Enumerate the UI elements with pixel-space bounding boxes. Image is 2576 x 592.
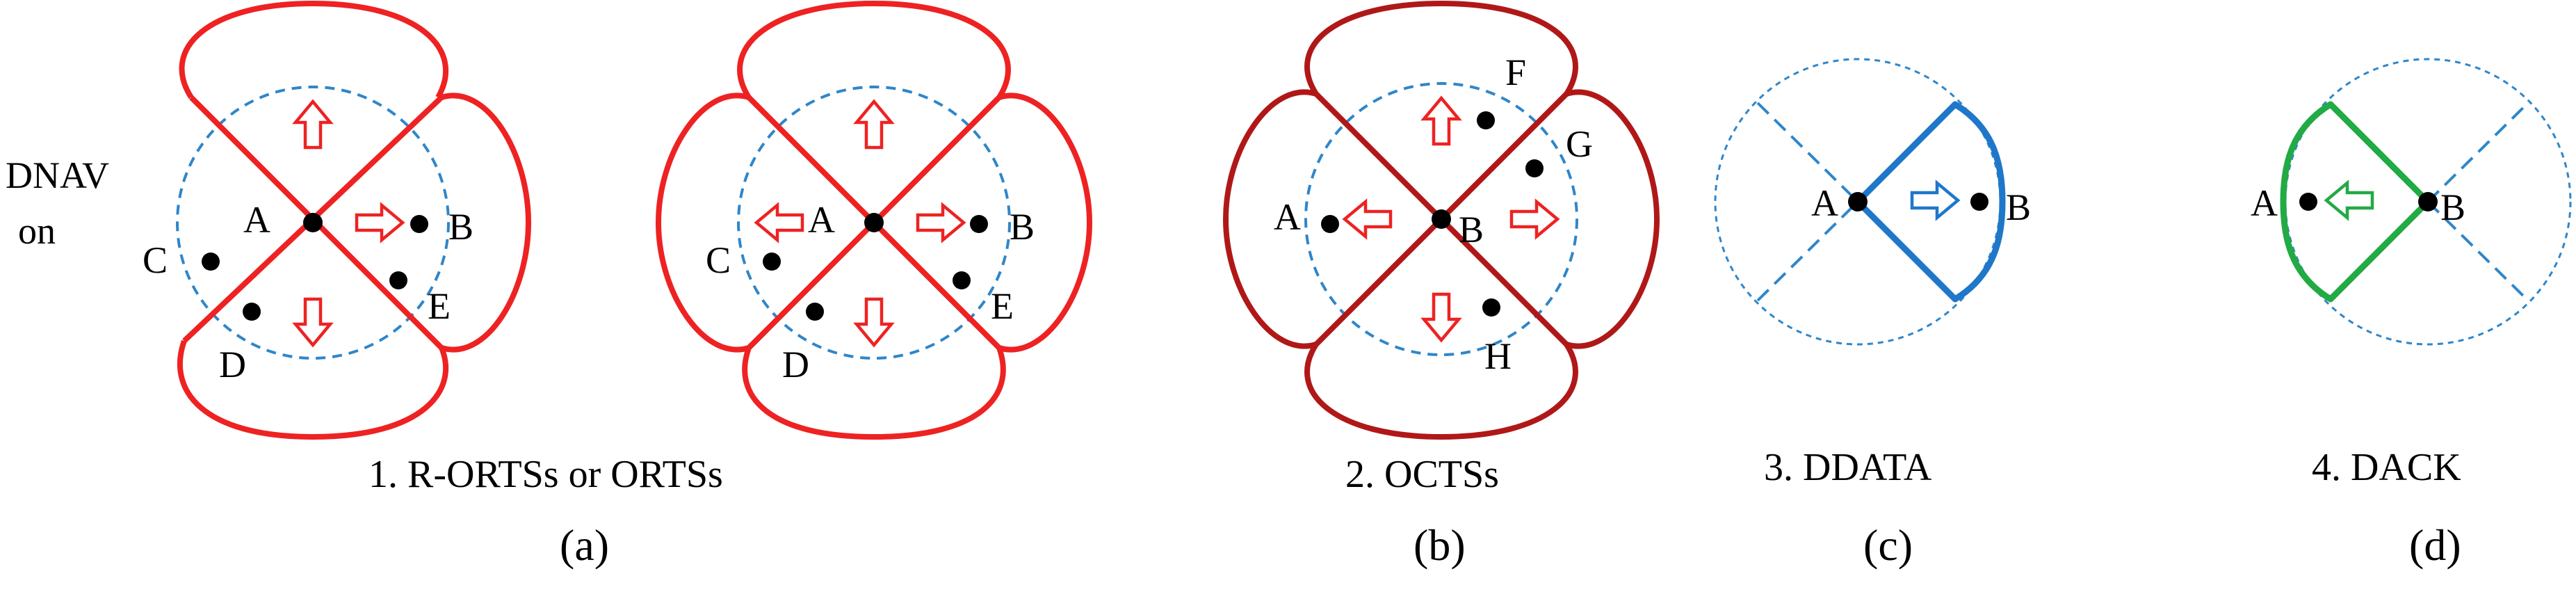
- arrow-north-icon: [295, 102, 330, 147]
- panel-c-diagram: A B: [1714, 58, 2031, 346]
- node-b-label: B: [1010, 206, 1035, 248]
- arrow-north-icon: [1424, 98, 1459, 144]
- sector-lobes: [656, 1, 1092, 440]
- node-a-dot: [1321, 215, 1339, 233]
- node-h-dot: [1482, 298, 1500, 317]
- node-g-label: G: [1566, 123, 1593, 165]
- node-d-label: D: [782, 344, 809, 385]
- node-d-dot: [243, 303, 261, 321]
- east-lobe: [998, 93, 1092, 353]
- arrow-south-icon: [295, 299, 330, 345]
- nodes: [202, 213, 428, 321]
- north-lobe: [737, 1, 1011, 99]
- west-lobe: [656, 93, 750, 353]
- dnav-label: DNAV on: [6, 154, 109, 252]
- nodes: [1321, 111, 1544, 317]
- node-a-label: A: [808, 199, 835, 241]
- data-sector: [1854, 101, 2006, 303]
- node-d-dot: [806, 303, 824, 321]
- node-g-dot: [1525, 159, 1544, 177]
- panel-c-caption: 3. DDATA: [1764, 446, 1932, 489]
- node-b-dot: [1432, 209, 1451, 229]
- nodes: [763, 213, 988, 321]
- sector-boundaries: [1756, 102, 1859, 302]
- dnav-label-line2: on: [18, 210, 56, 252]
- arrow-east-icon: [918, 205, 964, 240]
- ack-sector: [2280, 101, 2431, 303]
- panel-d-diagram: A B: [2251, 58, 2572, 346]
- arrow-east-icon: [357, 205, 403, 240]
- panel-d-caption: 4. DACK: [2312, 446, 2461, 489]
- panel-a-sub-label: (a): [560, 520, 609, 570]
- node-b-dot: [970, 215, 988, 233]
- panel-b-caption: 2. OCTSs: [1345, 453, 1499, 496]
- arrow-west-icon: [756, 205, 802, 240]
- node-a-label: A: [243, 199, 270, 241]
- node-b-label: B: [2440, 186, 2465, 228]
- arrow-west-icon: [1345, 202, 1391, 237]
- nodes: [2299, 192, 2438, 211]
- south-lobe: [177, 339, 449, 440]
- node-c-dot: [763, 253, 781, 271]
- arrow-east-icon: [1512, 202, 1557, 237]
- node-a-label: A: [1274, 196, 1301, 238]
- node-b-label: B: [1459, 209, 1484, 250]
- north-lobe: [179, 1, 448, 99]
- sector-lobes: [177, 1, 531, 440]
- direction-arrows: [2326, 183, 2372, 218]
- node-a-dot: [1848, 192, 1868, 211]
- south-lobe: [1304, 342, 1578, 440]
- dnav-label-line1: DNAV: [6, 154, 109, 196]
- node-a-dot: [2299, 193, 2317, 211]
- range-circle: [737, 86, 1011, 360]
- node-h-label: H: [1484, 335, 1512, 377]
- panel-a-caption: 1. R-ORTSs or ORTSs: [368, 453, 723, 496]
- arrow-south-icon: [857, 299, 891, 345]
- node-a-dot: [864, 213, 884, 232]
- node-f-label: F: [1505, 51, 1526, 93]
- west-lobe: [1223, 89, 1318, 349]
- panel-d-sub-label: (d): [2409, 520, 2461, 570]
- arrow-east-icon: [1912, 183, 1958, 218]
- panel-c-sub-label: (c): [1863, 520, 1913, 570]
- sector-lobes: [1223, 1, 1660, 440]
- node-a-label: A: [1811, 182, 1838, 224]
- range-circle: [1304, 82, 1578, 356]
- south-lobe: [742, 346, 1006, 440]
- node-e-dot: [389, 271, 407, 289]
- arrow-south-icon: [1424, 294, 1459, 340]
- range-circle: [176, 86, 450, 360]
- node-d-label: D: [219, 344, 246, 385]
- node-b-label: B: [2006, 186, 2031, 228]
- panel-b-diagram: A B F G H: [1223, 1, 1660, 440]
- node-b-dot: [1970, 193, 1988, 211]
- range-circle: [2284, 58, 2572, 346]
- east-lobe: [440, 93, 531, 353]
- arrow-west-icon: [2326, 183, 2372, 218]
- node-c-label: C: [706, 239, 731, 281]
- node-c-label: C: [143, 239, 168, 281]
- node-a-label: A: [2251, 182, 2278, 224]
- node-c-dot: [202, 253, 220, 271]
- north-lobe: [1304, 1, 1578, 96]
- nodes: [1848, 192, 1988, 211]
- node-f-dot: [1477, 111, 1495, 129]
- panel-b-sub-label: (b): [1413, 520, 1466, 570]
- direction-arrows: [1912, 183, 1958, 218]
- node-a-dot: [303, 213, 323, 232]
- arrow-north-icon: [857, 102, 891, 147]
- node-b-dot: [410, 215, 428, 233]
- node-e-label: E: [991, 285, 1014, 327]
- east-lobe: [1565, 89, 1660, 349]
- node-e-dot: [953, 271, 971, 289]
- node-b-dot: [2418, 192, 2438, 211]
- node-b-label: B: [448, 206, 473, 248]
- node-e-label: E: [428, 285, 451, 327]
- panel-a-left-diagram: DNAV on A B C: [6, 1, 531, 440]
- panel-a-right-diagram: A B C D E: [656, 1, 1092, 440]
